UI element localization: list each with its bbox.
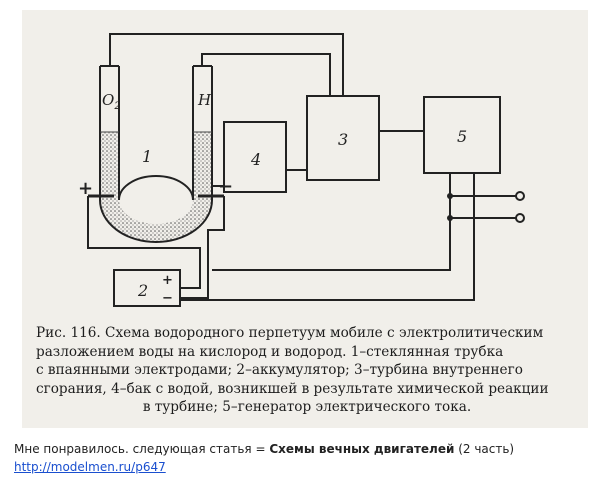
next-article-line: Мне понравилось. следующая статья = Схем… (14, 440, 594, 458)
label-tube-1: 1 (142, 147, 152, 166)
generator-wire-a (212, 173, 451, 271)
page-footer: Мне понравилось. следующая статья = Схем… (14, 440, 594, 476)
tank-box (223, 121, 287, 193)
label-accumulator-plus: + (162, 273, 173, 288)
next-article-prefix: Мне понравилось. следующая статья = (14, 442, 270, 456)
perpetuum-mobile-diagram: O2 H 1 + − 4 3 5 2 + − (78, 33, 525, 307)
plus-wire (87, 196, 201, 289)
junction-top (447, 193, 453, 199)
tube-water (100, 132, 212, 242)
oxygen-pipe (109, 33, 344, 96)
glass-tube (88, 65, 224, 243)
tube-inner-wall (118, 66, 194, 201)
generator-box (423, 96, 501, 174)
label-turbine-3: 3 (338, 130, 348, 149)
caption-line: Рис. 116. Схема водородного перпетуум мо… (36, 325, 544, 341)
tube-outer-wall (99, 66, 213, 243)
figure-caption: Рис. 116. Схема водородного перпетуум мо… (22, 324, 588, 417)
scanned-figure: O2 H 1 + − 4 3 5 2 + − (22, 10, 588, 428)
caption-line: с впаянными электродами; 2–аккумулятор; … (36, 362, 523, 378)
minus-wire (180, 196, 225, 299)
article-link[interactable]: http://modelmen.ru/p647 (14, 460, 166, 474)
output-terminal-top (515, 191, 525, 201)
hydrogen-pipe (201, 53, 331, 96)
label-tank-4: 4 (250, 150, 261, 169)
junction-bottom (447, 215, 453, 221)
next-article-suffix: (2 часть) (454, 442, 515, 456)
label-accumulator-2: 2 (137, 281, 148, 300)
label-generator-5: 5 (457, 127, 467, 146)
caption-line: в турбине; 5–генератор электрического то… (142, 399, 472, 415)
caption-line: сгорания, 4–бак с водой, возникшей в рез… (36, 380, 549, 397)
label-tube-plus: + (78, 178, 93, 199)
label-accumulator-minus: − (162, 291, 173, 306)
caption-line: разложением воды на кислород и водород. … (36, 343, 504, 360)
link-line: http://modelmen.ru/p647 (14, 458, 594, 476)
generator-wire-b (180, 173, 475, 301)
output-terminal-bottom (515, 213, 525, 223)
connection-lines (87, 33, 516, 301)
label-h: H (197, 91, 212, 109)
label-o2: O2 (102, 91, 121, 112)
next-article-title[interactable]: Схемы вечных двигателей (269, 442, 455, 456)
